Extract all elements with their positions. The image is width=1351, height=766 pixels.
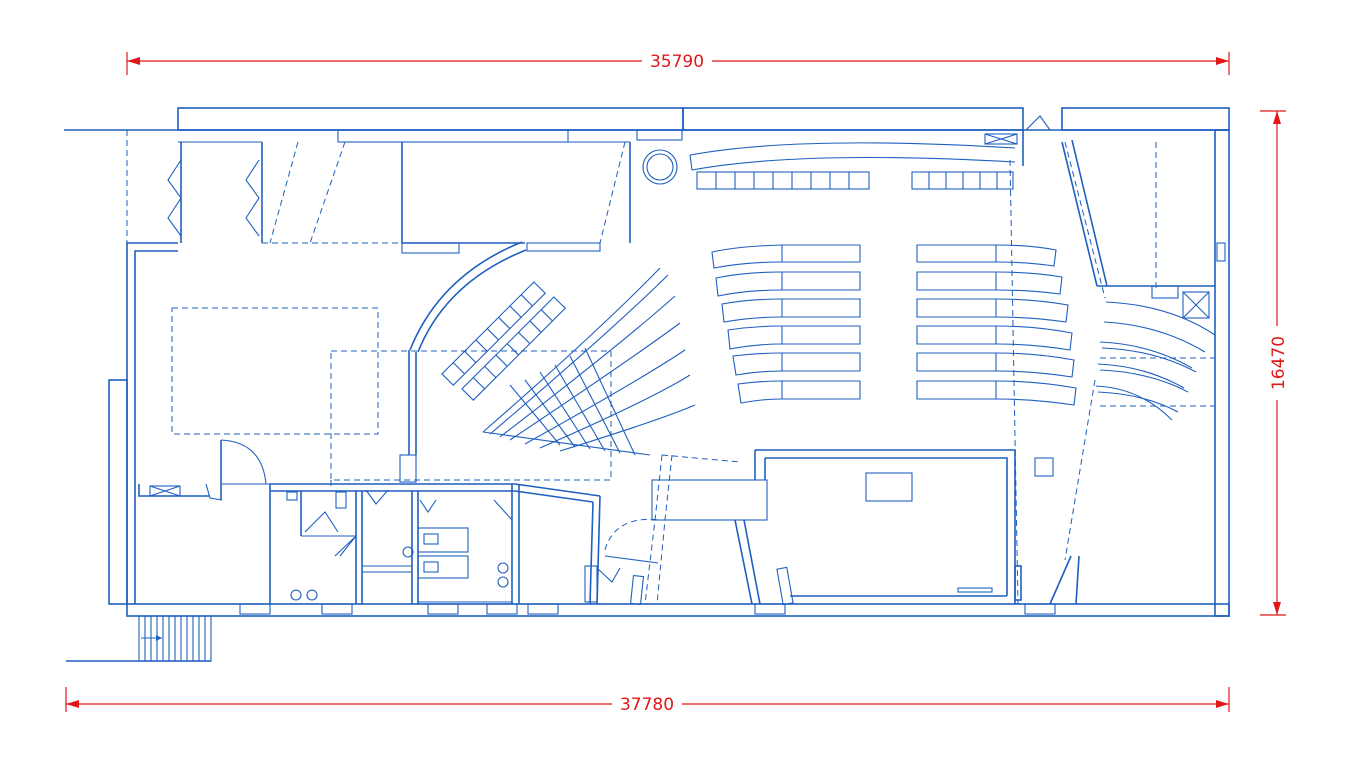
dimension-top-label: 35790 xyxy=(650,52,704,72)
top-left-room xyxy=(126,130,402,244)
dimension-right: 16470 xyxy=(1260,110,1289,616)
restrooms xyxy=(138,439,659,606)
dimension-top: 35790 xyxy=(126,52,1230,75)
dashed-zones xyxy=(171,141,1215,605)
exterior-walls xyxy=(64,107,1230,617)
stage xyxy=(604,449,1054,606)
chair-rows-left xyxy=(441,281,566,401)
fan-seating xyxy=(482,267,696,456)
upper-central-room xyxy=(401,141,678,254)
right-curved-seating xyxy=(1095,285,1216,421)
dimension-bottom-label: 37780 xyxy=(620,695,674,715)
dimension-right-label: 16470 xyxy=(1269,336,1289,390)
entry-stair xyxy=(66,615,212,662)
top-seat-rows xyxy=(689,142,1016,190)
right-slanted-wall xyxy=(1022,115,1215,605)
center-benches-left xyxy=(711,244,861,404)
seating-curved-wall xyxy=(399,241,527,483)
center-benches-right xyxy=(916,244,1077,406)
dimension-bottom: 37780 xyxy=(65,687,1230,715)
